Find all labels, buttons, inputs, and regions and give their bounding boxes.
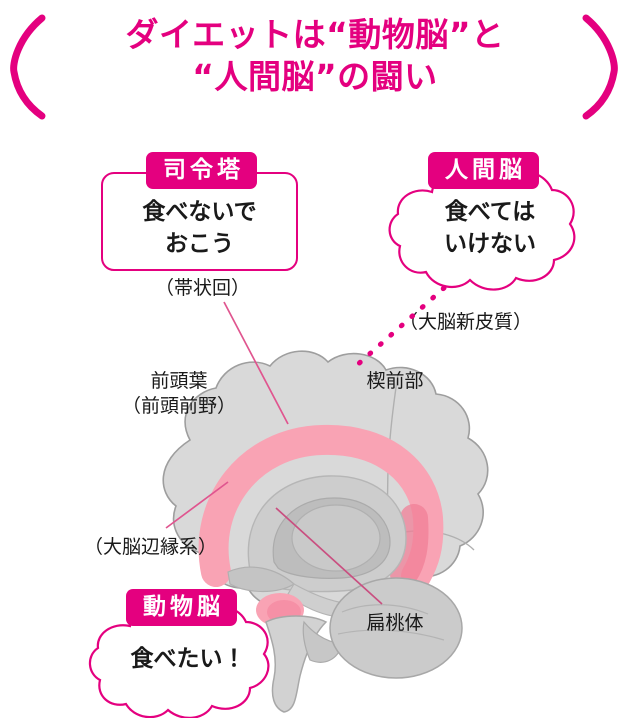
- badge-commander: 司令塔: [146, 152, 257, 189]
- pons: [302, 620, 343, 663]
- label-frontal-lobe: 前頭葉 （前頭前野）: [121, 370, 236, 417]
- callout-animal-brain-text: 食べたい！: [130, 646, 246, 672]
- callout-commander-text: 食べないで おこう: [142, 199, 257, 257]
- label-amygdala: 扁桃体: [366, 612, 424, 634]
- thalamus: [291, 504, 381, 572]
- caption-neocortex: （大脳新皮質）: [399, 311, 533, 333]
- cerebellum-fold-2: [337, 629, 445, 641]
- page-title: ダイエットは“動物脳”と “人間脳”の闘い: [0, 14, 630, 98]
- cerebellum-fold-1: [341, 604, 429, 615]
- left-bracket-icon: [10, 14, 46, 120]
- badge-human-brain: 人間脳: [428, 152, 539, 189]
- badge-animal-brain: 動物脳: [126, 589, 237, 626]
- caption-cingulate: （帯状回）: [155, 277, 251, 299]
- cingulate-gyrus-shadow: [390, 504, 429, 588]
- label-precuneus: 楔前部: [366, 370, 424, 392]
- label-limbic-system: （大脳辺縁系）: [84, 536, 218, 558]
- title-line-2: “人間脳”の闘い: [192, 57, 438, 96]
- callout-human-brain-text: 食べては いけない: [444, 199, 536, 257]
- title-line-1: ダイエットは“動物脳”と: [125, 15, 505, 54]
- right-bracket-icon: [582, 14, 618, 120]
